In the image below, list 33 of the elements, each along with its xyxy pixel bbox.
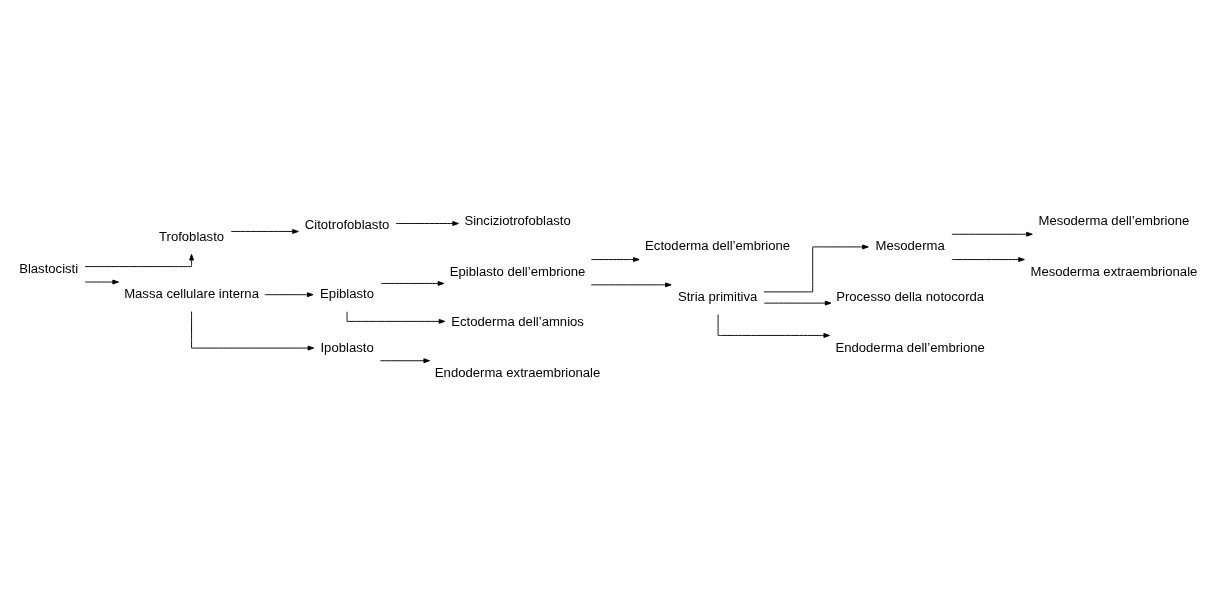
node-text: Processo della notocorda	[836, 288, 985, 304]
arrow	[379, 357, 430, 363]
arrow	[230, 228, 299, 234]
node-text: Massa cellulare interna	[124, 285, 259, 301]
node-text: Mesoderma extraembrionale	[1030, 263, 1198, 279]
arrow	[951, 256, 1025, 262]
arrow	[84, 279, 119, 284]
arrow	[590, 256, 640, 262]
node-text: Blastocisti	[19, 260, 79, 276]
node-text: Stria primitiva	[677, 288, 758, 304]
node-text: Epiblasto	[320, 285, 375, 301]
arrow	[264, 291, 314, 297]
node-text: Ectoderma dell’embrione	[645, 237, 791, 253]
arrow	[951, 231, 1033, 237]
node-text: Endoderma dell’embrione	[835, 339, 985, 355]
arrow	[763, 300, 832, 306]
node-text: Sinciziotrofoblasto	[464, 212, 571, 228]
arrow	[380, 280, 445, 286]
arrow	[590, 281, 672, 287]
arrow	[84, 253, 194, 267]
arrow	[346, 310, 446, 324]
node-text: Mesoderma	[875, 237, 945, 253]
node-text: Mesoderma dell’embrione	[1038, 212, 1190, 228]
node-text: Epiblasto dell’embrione	[449, 263, 586, 279]
node-text: Ipoblasto	[320, 339, 374, 355]
node-text: Ectoderma dell’amnios	[451, 313, 584, 329]
node-text: Trofoblasto	[159, 228, 225, 244]
node-text: Endoderma extraembrionale	[434, 364, 601, 380]
arrow	[395, 220, 459, 226]
arrow	[763, 243, 869, 292]
node-text: Citotrofoblasto	[304, 216, 390, 232]
arrow	[191, 310, 315, 351]
arrow	[717, 313, 830, 338]
